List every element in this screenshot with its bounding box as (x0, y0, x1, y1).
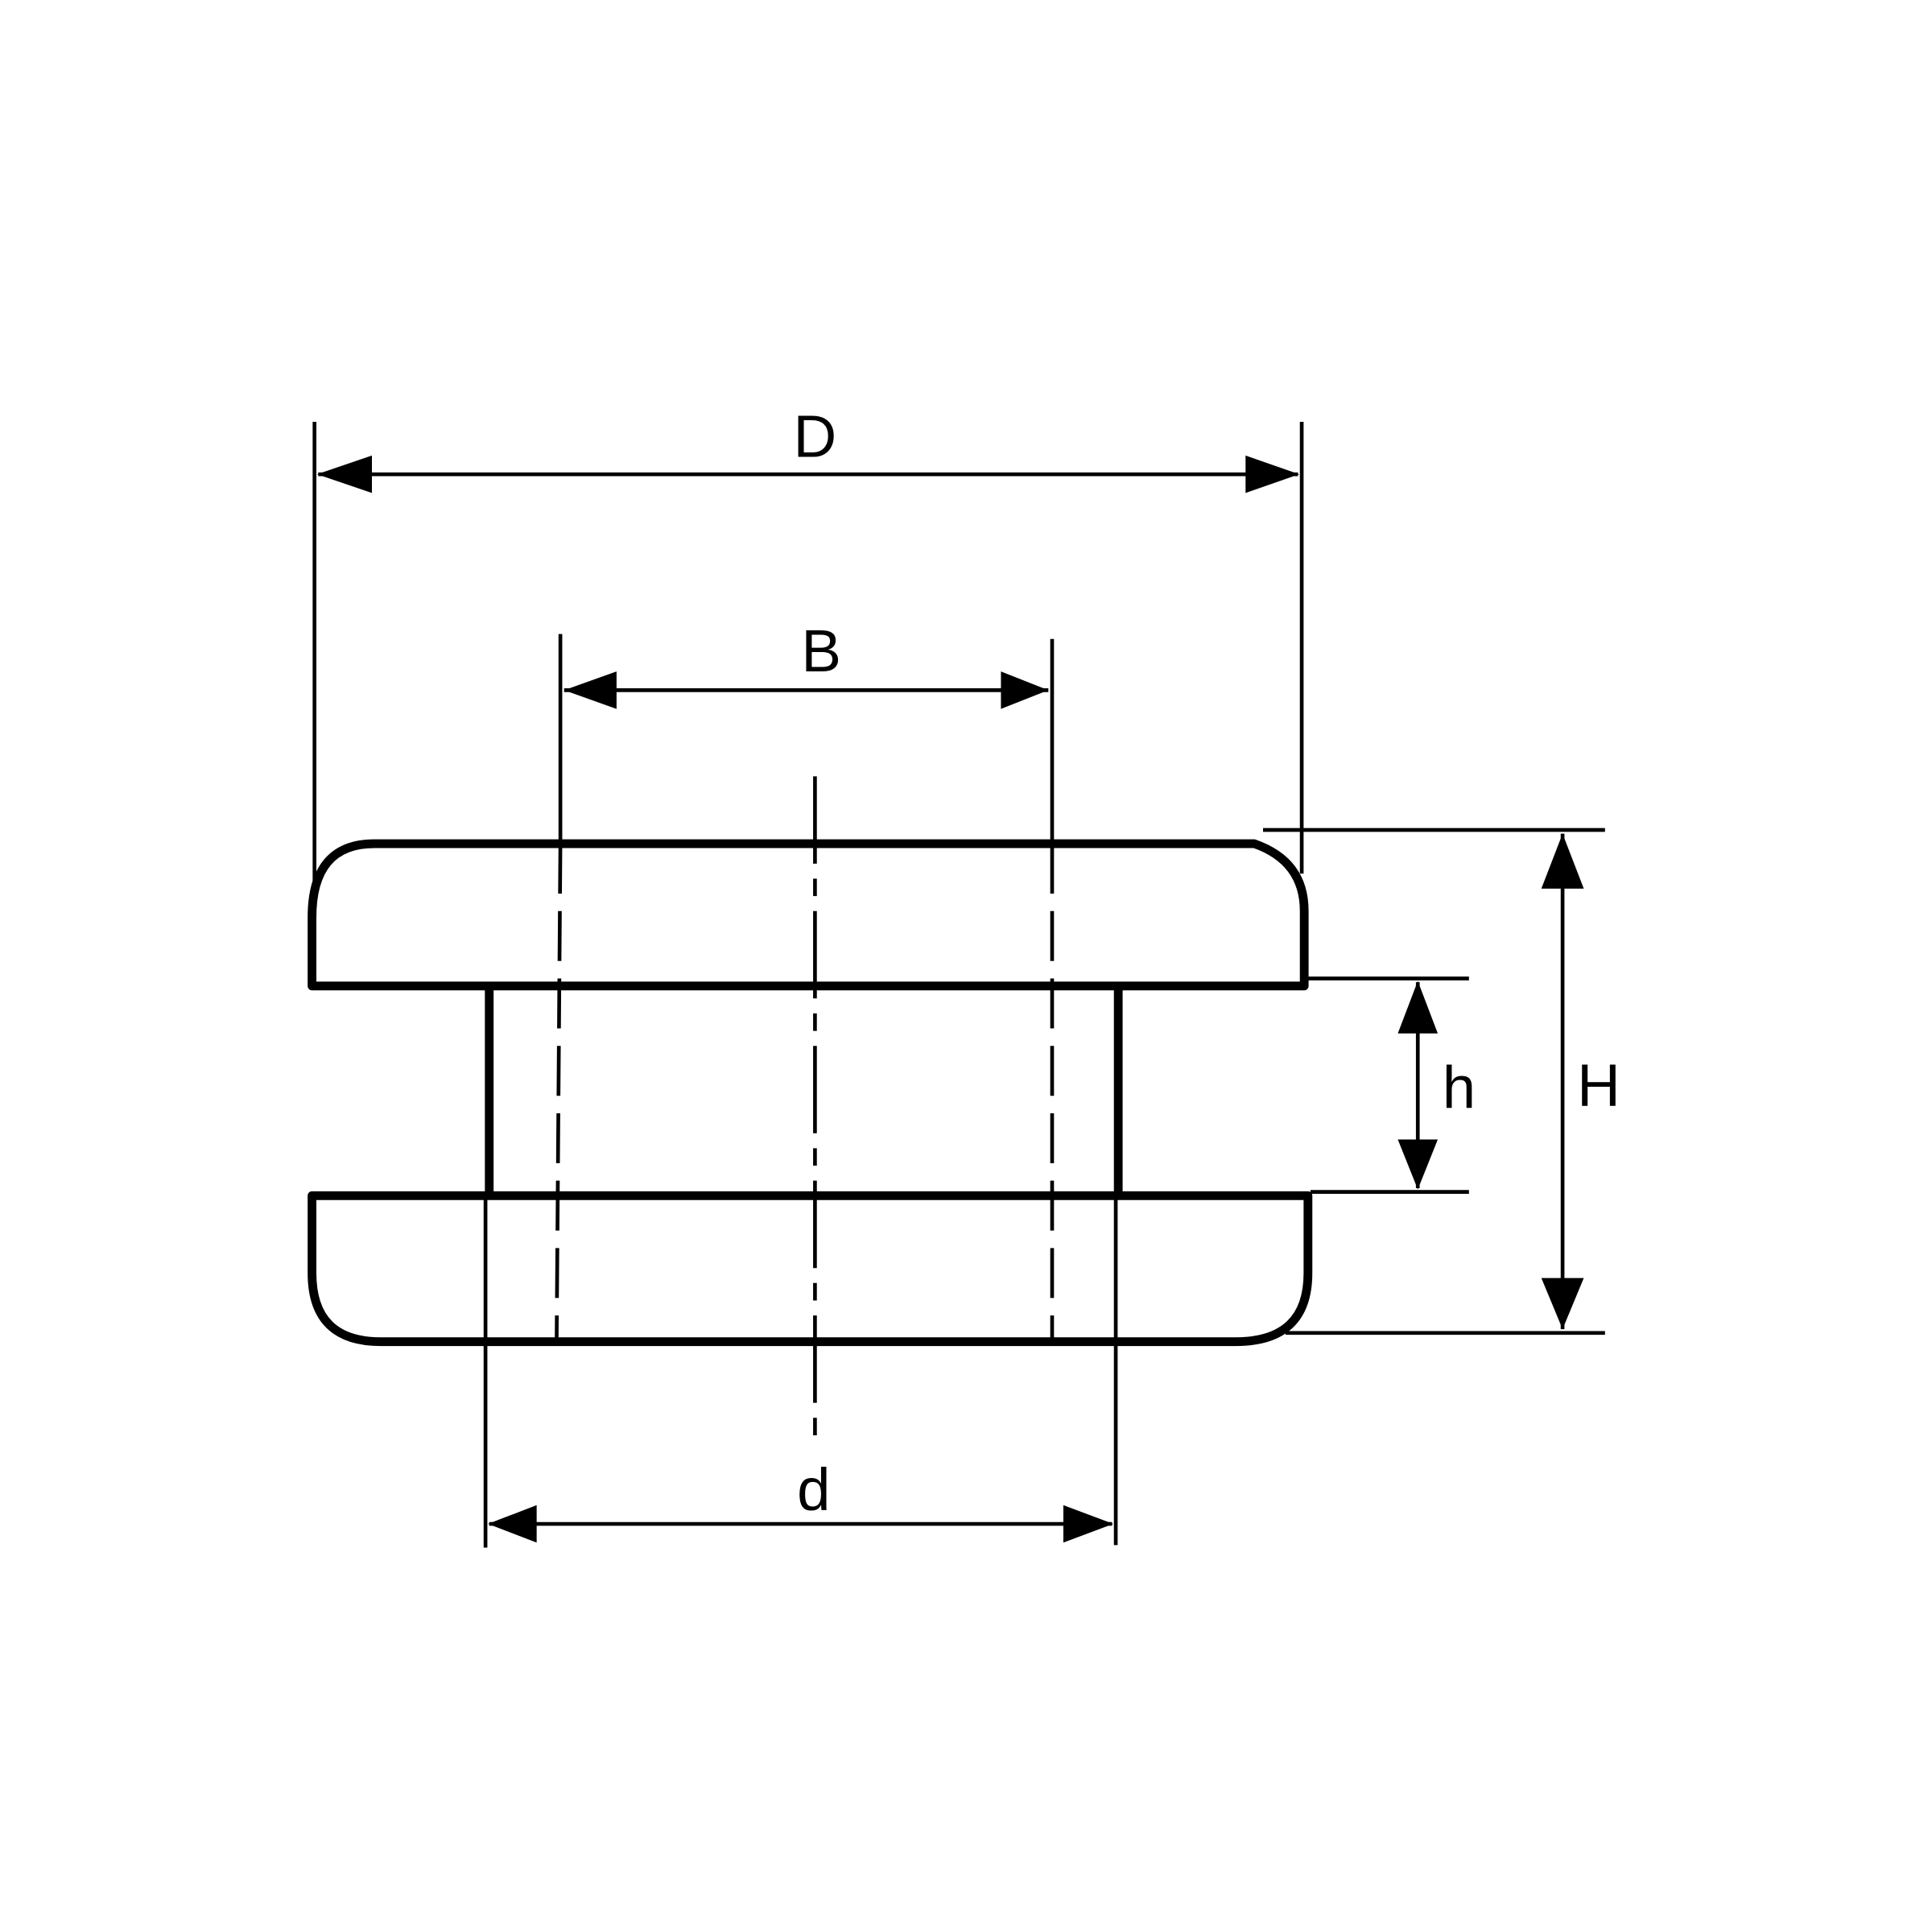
dimension-B: B (558, 617, 1055, 844)
dimension-h: h (1304, 976, 1476, 1194)
arrowhead-right-icon (1063, 1505, 1113, 1543)
dimension-H: H (1262, 828, 1620, 1335)
dimension-d: d (483, 1195, 1118, 1548)
arrowhead-left-icon (564, 671, 617, 709)
arrowhead-up-icon (1397, 980, 1439, 1034)
dimension-label-B: B (801, 617, 841, 684)
dimension-label-H: H (1577, 1052, 1620, 1119)
bore-hidden-line-left (555, 844, 563, 1342)
dimension-D: D (312, 402, 1304, 918)
dimension-label-D: D (794, 402, 837, 469)
arrowhead-down-icon (1397, 1139, 1439, 1190)
lower-flange (308, 1191, 1313, 1347)
arrowhead-left-icon (316, 455, 373, 493)
arrowhead-right-icon (1245, 455, 1299, 493)
arrowhead-right-icon (1001, 671, 1049, 709)
arrowhead-up-icon (1541, 833, 1584, 889)
dimension-label-h: h (1443, 1055, 1476, 1121)
arrowhead-left-icon (488, 1505, 537, 1543)
arrowhead-down-icon (1541, 1278, 1584, 1330)
dimension-label-d: d (797, 1456, 830, 1523)
upper-flange (308, 839, 1309, 991)
grommet-outline (308, 839, 1313, 1347)
